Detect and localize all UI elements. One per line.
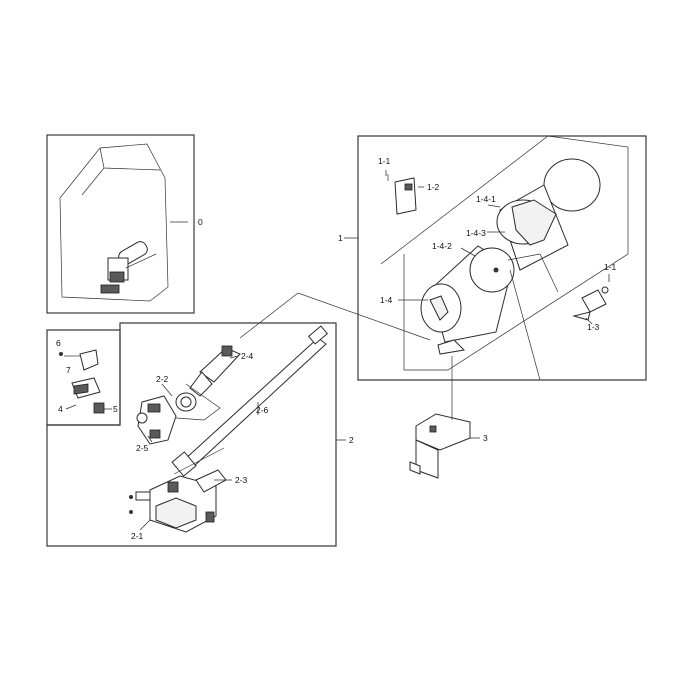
- screw-2-1b: [129, 510, 133, 514]
- igniter-2-4: [189, 345, 241, 397]
- callout-5: 5: [113, 404, 118, 414]
- callout-2-2: 2-2: [156, 374, 169, 384]
- callout-2-1: 2-1: [131, 531, 144, 541]
- callout-1-1-right: 1-1: [604, 262, 617, 272]
- callout-6: 6: [56, 338, 61, 348]
- callout-2-6: 2-6: [256, 405, 269, 415]
- screw-2-1a: [129, 495, 133, 499]
- frame-1-subgroup: [380, 135, 629, 371]
- bracket-1-2: [387, 174, 417, 215]
- group-2-frame: [46, 322, 346, 547]
- cabinet-burner-assembly: [100, 241, 157, 294]
- frame-0: [46, 134, 195, 314]
- callout-1-1-top: 1-1: [378, 156, 391, 166]
- callout-7: 7: [66, 365, 71, 375]
- group-4-7: [46, 329, 121, 426]
- callout-1-4-2: 1-4-2: [432, 241, 452, 251]
- callout-1-4-1: 1-4-1: [476, 194, 496, 204]
- gas-valve-2-5: [136, 395, 177, 445]
- cylinder-1-4: [420, 245, 515, 355]
- group-1-frame: [344, 135, 647, 381]
- callout-1-4: 1-4: [380, 295, 393, 305]
- callout-3: 3: [483, 433, 488, 443]
- callout-0: 0: [198, 217, 203, 227]
- support-bracket-3: [409, 356, 480, 479]
- callout-1-2: 1-2: [427, 182, 440, 192]
- callout-2: 2: [349, 435, 354, 445]
- screw-6: [59, 352, 63, 356]
- callout-1: 1: [338, 233, 343, 243]
- cabinet-outline: [59, 143, 169, 302]
- frame-2: [46, 322, 337, 547]
- part-2-2: [161, 383, 197, 412]
- burner-tube-2-6: [171, 325, 329, 477]
- group-0-frame: [46, 134, 195, 314]
- callout-4: 4: [58, 404, 63, 414]
- base-bracket-2-1: [135, 469, 227, 533]
- callout-1-4-3: 1-4-3: [466, 228, 486, 238]
- callout-2-3: 2-3: [235, 475, 248, 485]
- bracket-1-3: [572, 286, 609, 321]
- callout-2-4: 2-4: [241, 351, 254, 361]
- cylinder-1-4-1: [496, 158, 601, 271]
- callout-1-3: 1-3: [587, 322, 600, 332]
- callout-2-5: 2-5: [136, 443, 149, 453]
